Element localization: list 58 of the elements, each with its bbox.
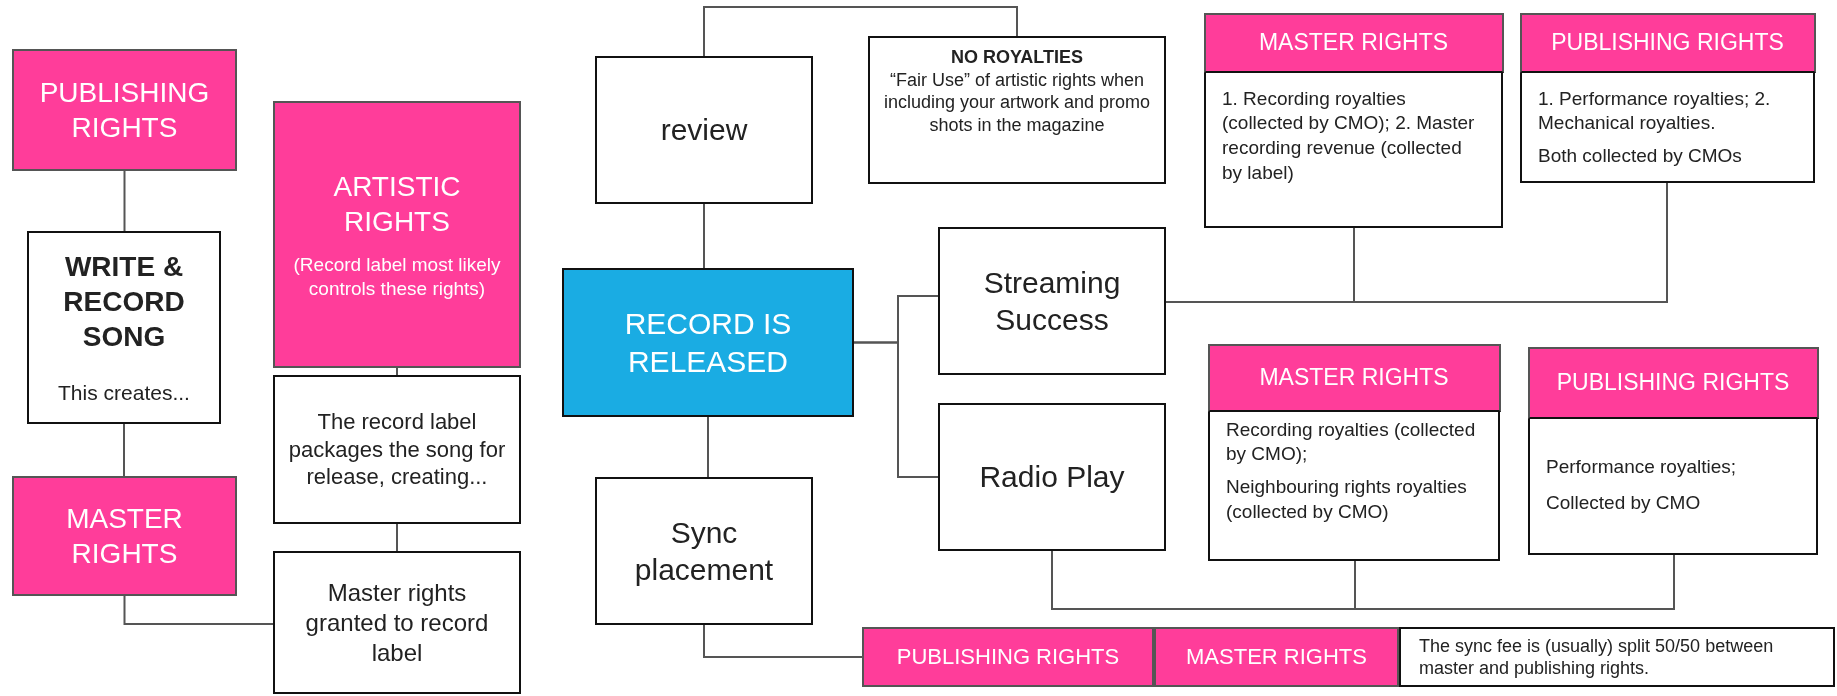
royalty-text: Both collected by CMOs [1537, 143, 1743, 168]
release-box [562, 268, 854, 417]
connector-line [123, 595, 274, 625]
rights-box [862, 627, 1154, 687]
box-title: NO ROYALTIES [951, 46, 1083, 69]
rights-card [1528, 347, 1818, 555]
box-note: “Fair Use” of artistic rights when including your artwork and promo shots in the magazine [882, 68, 1152, 136]
rights-box [12, 476, 237, 596]
connector-line [703, 6, 1018, 57]
connector-line [703, 624, 863, 658]
process-box [1399, 627, 1835, 687]
royalty-text: Collected by CMO [1545, 491, 1702, 516]
royalty-text: 1. Performance royalties; 2. Mechanical royalties. [1537, 86, 1772, 136]
process-box [273, 375, 521, 524]
connector-line [396, 523, 398, 552]
royalty-text: 1. Recording royalties (collected by CMO); 2. Master recording revenue (collected by label) [1221, 86, 1476, 185]
connector-line [123, 170, 126, 232]
box-title: RECORD IS RELEASED [623, 306, 793, 380]
rights-card [1208, 344, 1500, 561]
process-box [868, 36, 1166, 184]
connector-line [396, 367, 398, 376]
rights-header: MASTER RIGHTS [1203, 12, 1504, 73]
box-title: Master rights granted to record label [304, 577, 490, 668]
box-title: review [660, 112, 748, 149]
process-box [273, 551, 521, 694]
box-note: This creates... [58, 379, 190, 406]
rights-box [273, 101, 521, 368]
process-box [27, 231, 221, 424]
box-title: ARTISTIC RIGHTS [332, 169, 462, 239]
rights-header: PUBLISHING RIGHTS [1527, 346, 1819, 419]
rights-card [1204, 13, 1503, 228]
connector-line [707, 416, 709, 478]
box-title: The record label packages the song for release, creating... [287, 408, 507, 491]
box-title: PUBLISHING RIGHTS [38, 76, 211, 145]
box-title: Sync placement [633, 514, 775, 588]
box-title: MASTER RIGHTS [65, 502, 184, 571]
rights-header: MASTER RIGHTS [1207, 343, 1501, 412]
connector-line [123, 423, 125, 477]
rights-box [1154, 627, 1399, 687]
process-box [595, 56, 813, 204]
process-box [938, 403, 1166, 551]
royalty-text: Performance royalties; [1545, 454, 1738, 479]
process-box [595, 477, 813, 625]
box-title: Streaming Success [982, 264, 1122, 338]
royalty-text: Neighbouring rights royalties (collected by CMO) [1225, 474, 1468, 524]
rights-box [12, 49, 237, 171]
box-title: WRITE & RECORD SONG [62, 249, 186, 354]
box-title: The sync fee is (usually) split 50/50 between master and publishing rights. [1419, 634, 1775, 680]
box-title: PUBLISHING RIGHTS [896, 643, 1120, 671]
royalty-text: Recording royalties (collected by CMO); [1225, 417, 1477, 467]
connector-line [703, 203, 705, 269]
box-title: MASTER RIGHTS [1186, 643, 1367, 671]
rights-card [1520, 13, 1815, 183]
connector-line [853, 341, 939, 478]
process-box [938, 227, 1166, 375]
box-note: (Record label most likely controls these rights) [292, 252, 502, 301]
rights-header: PUBLISHING RIGHTS [1519, 12, 1816, 73]
box-title: Radio Play [979, 459, 1125, 496]
